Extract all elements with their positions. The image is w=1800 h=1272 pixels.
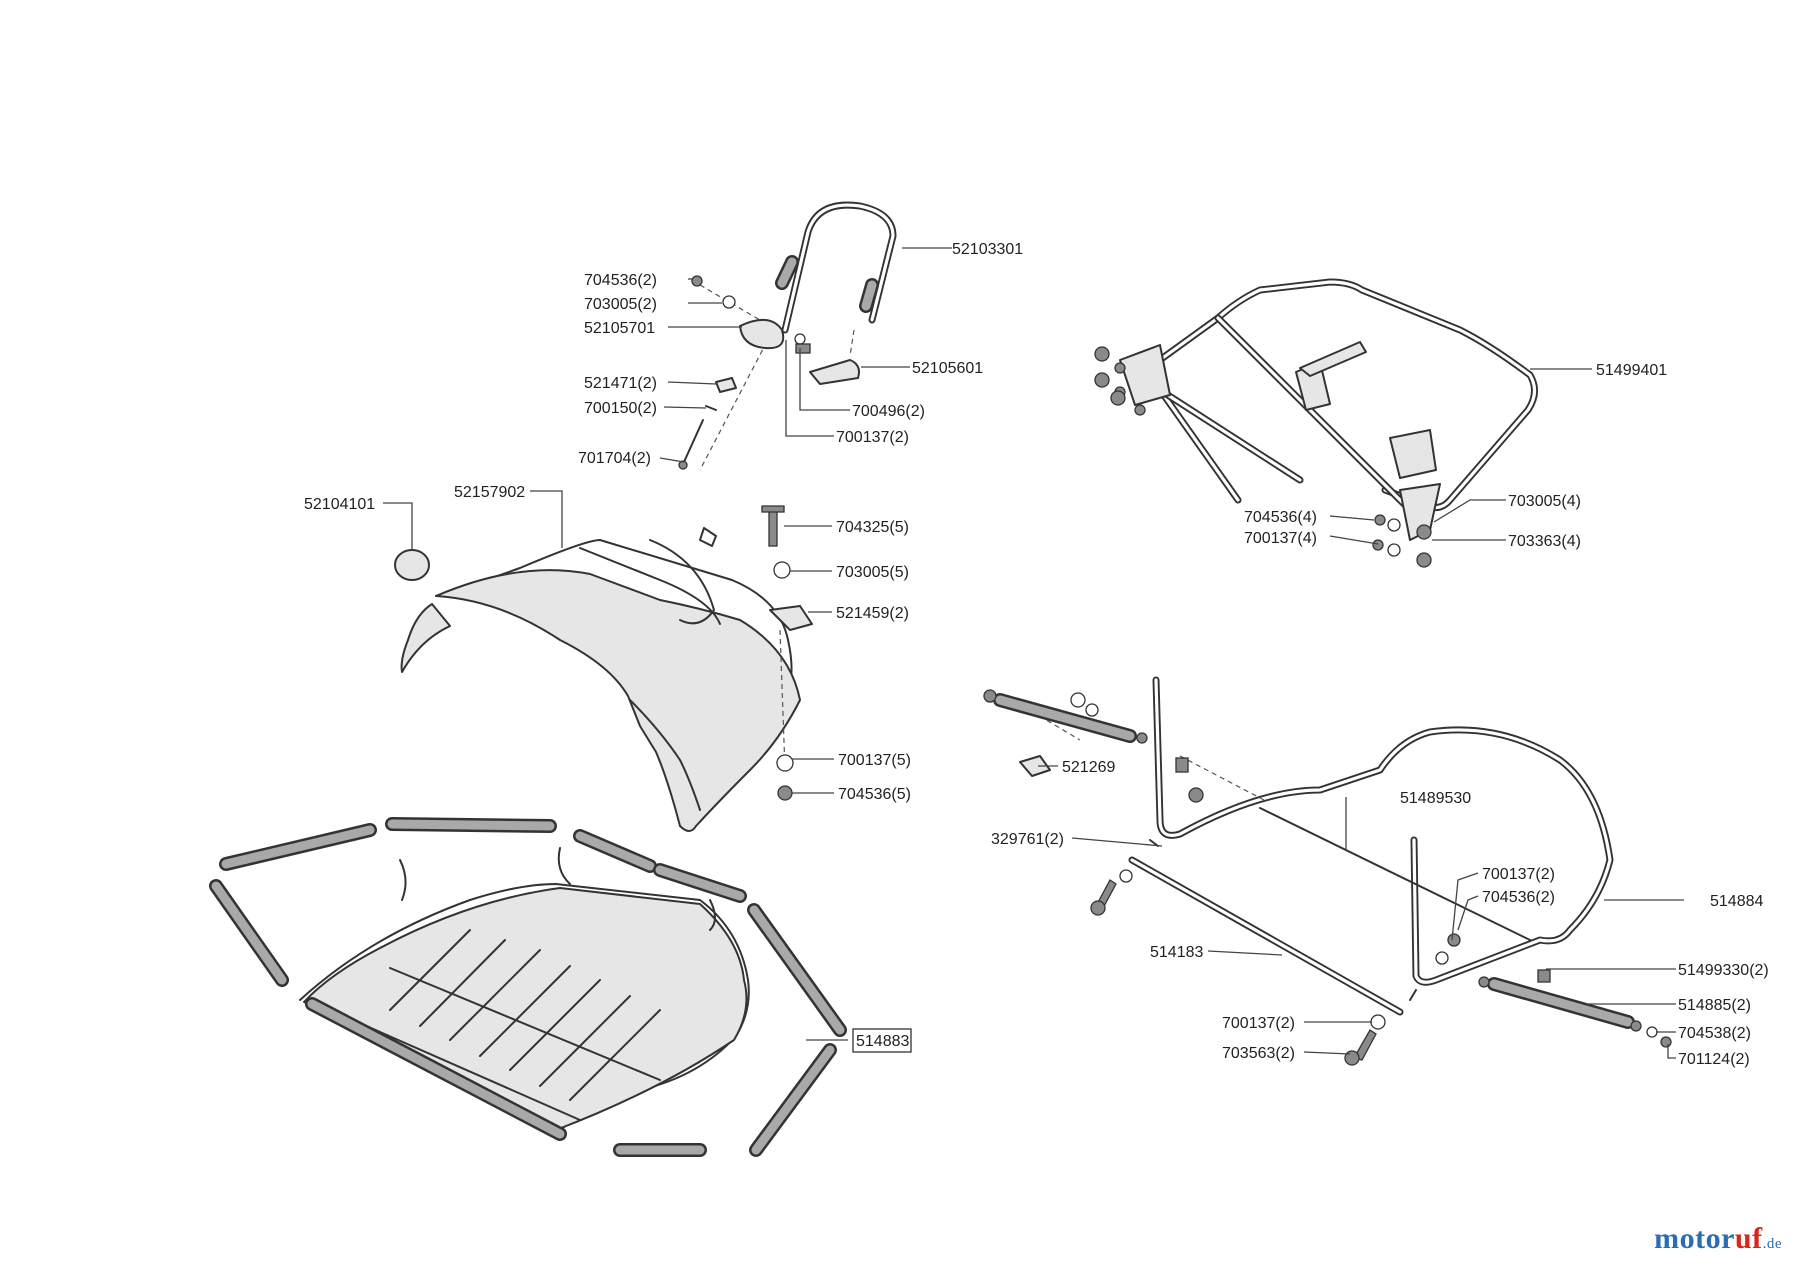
label-703005-4: 703005(4) [1508,493,1581,510]
label-51499401: 51499401 [1596,362,1667,379]
label-52157902: 52157902 [454,484,525,501]
label-514183: 514183 [1150,944,1203,961]
body-shell [394,505,813,832]
label-51489530: 51489530 [1400,790,1471,807]
label-703005-5: 703005(5) [836,564,909,581]
label-704538-2: 704538(2) [1678,1025,1751,1042]
label-704536-4: 704536(4) [1244,509,1317,526]
handle-assembly [678,201,897,471]
leader-lines [383,247,1684,1059]
brand-suffix: .de [1762,1236,1782,1252]
label-703363-4: 703363(4) [1508,533,1581,550]
label-52103301: 52103301 [952,241,1023,258]
label-700150-2: 700150(2) [584,400,657,417]
label-521459-2: 521459(2) [836,605,909,622]
label-704536-5: 704536(5) [838,786,911,803]
label-704325-5: 704325(5) [836,519,909,536]
label-700137-5: 700137(5) [838,752,911,769]
brand-logo: motoruf.de [1654,1222,1782,1256]
label-700496-2: 700496(2) [852,403,925,420]
label-701704-2: 701704(2) [578,450,651,467]
label-704536-2-mid: 704536(2) [1482,889,1555,906]
label-521471-2: 521471(2) [584,375,657,392]
label-52104101: 52104101 [304,496,375,513]
brand-main: motor [1654,1222,1735,1255]
label-703005-2: 703005(2) [584,296,657,313]
part-labels: 52103301 704536(2) 703005(2) 52105701 52… [304,241,1769,1068]
lower-frame [983,676,1672,1066]
label-514883: 514883 [856,1033,909,1050]
label-700137-2-mid: 700137(2) [1482,866,1555,883]
label-514884: 514884 [1710,893,1763,910]
label-514885-2: 514885(2) [1678,997,1751,1014]
label-704536-2-top: 704536(2) [584,272,657,289]
label-700137-4: 700137(4) [1244,530,1317,547]
label-521269: 521269 [1062,759,1115,776]
grass-catcher [209,817,847,1157]
label-700137-2-bottom: 700137(2) [1222,1015,1295,1032]
label-701124-2: 701124(2) [1678,1051,1750,1068]
label-52105701: 52105701 [584,320,655,337]
label-700137-2-top: 700137(2) [836,429,909,446]
label-329761-2: 329761(2) [991,831,1064,848]
brand-accent: uf [1734,1222,1763,1255]
main-frame [1094,278,1538,568]
label-52105601: 52105601 [912,360,983,377]
label-51499330-2: 51499330(2) [1678,962,1769,979]
label-703563-2: 703563(2) [1222,1045,1295,1062]
